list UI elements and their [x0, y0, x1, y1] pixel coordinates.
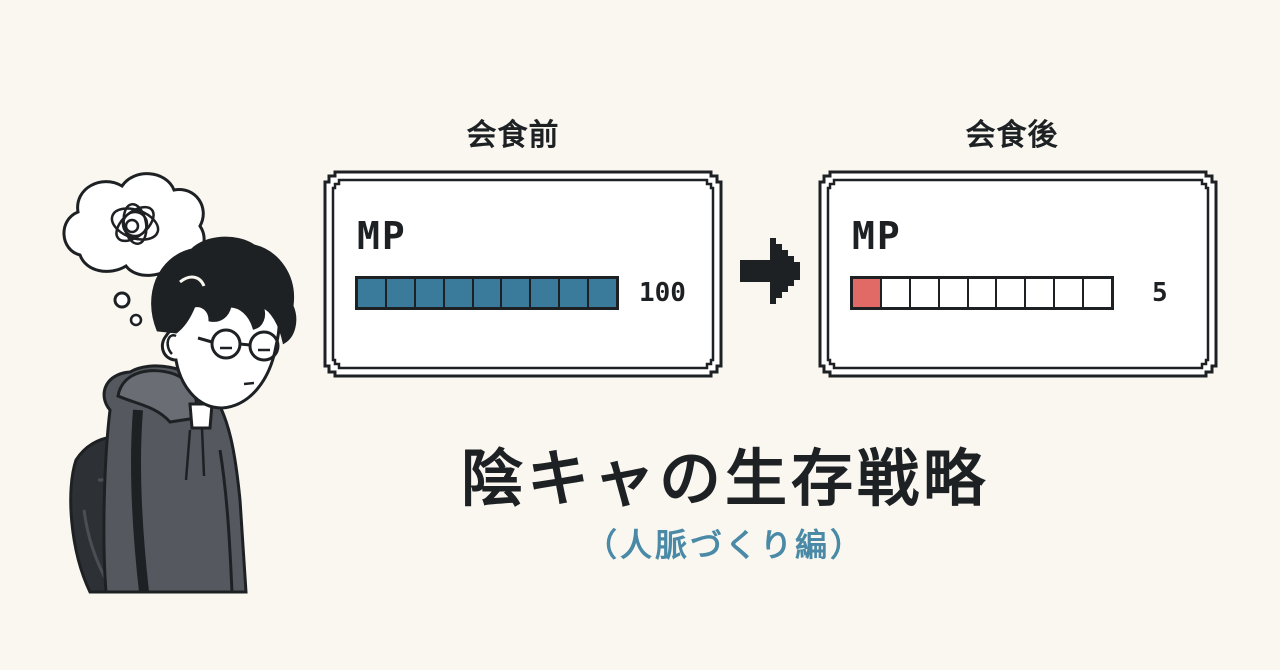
page-title: 陰キャの生存戦略	[460, 442, 989, 515]
mp-segment-empty	[1084, 279, 1111, 307]
mp-segment-filled	[358, 279, 387, 307]
mp-segment-empty	[997, 279, 1027, 307]
mp-segment-empty	[911, 279, 940, 307]
pixel-frame	[818, 170, 1218, 378]
mp-label: MP	[357, 214, 407, 258]
mp-panel-after: MP 5	[818, 170, 1218, 378]
mp-segment-empty	[1055, 279, 1085, 307]
mp-bar	[850, 276, 1114, 310]
mp-panel-before: MP 100	[323, 170, 723, 378]
mp-bar	[355, 276, 619, 310]
mp-segment-empty	[1026, 279, 1056, 307]
head	[151, 236, 297, 410]
mp-segment-filled	[502, 279, 532, 307]
mp-segment-filled	[386, 279, 416, 307]
mp-segment-filled	[531, 279, 561, 307]
mp-segment-empty	[882, 279, 911, 307]
tired-student-illustration	[62, 172, 297, 594]
mp-segment-filled	[415, 279, 445, 307]
tangled-thought-icon	[110, 202, 160, 246]
page-subtitle: （人脈づくり編）	[584, 526, 865, 564]
right-arrow-icon	[740, 238, 800, 304]
mp-segment-filled	[473, 279, 503, 307]
mp-segment-empty	[969, 279, 998, 307]
mp-segment-filled	[589, 279, 617, 307]
mp-segment-filled	[444, 279, 474, 307]
mp-segment-empty	[940, 279, 969, 307]
pixel-frame	[323, 170, 723, 378]
before-dinner-label: 会食前	[466, 118, 560, 153]
thought-bubble	[62, 172, 206, 327]
after-dinner-label: 会食後	[965, 118, 1059, 153]
mp-label: MP	[852, 214, 902, 258]
mp-segment-filled	[560, 279, 590, 307]
mp-value: 5	[1152, 278, 1168, 308]
mp-segment-filled	[853, 279, 882, 307]
mp-value: 100	[639, 278, 686, 308]
